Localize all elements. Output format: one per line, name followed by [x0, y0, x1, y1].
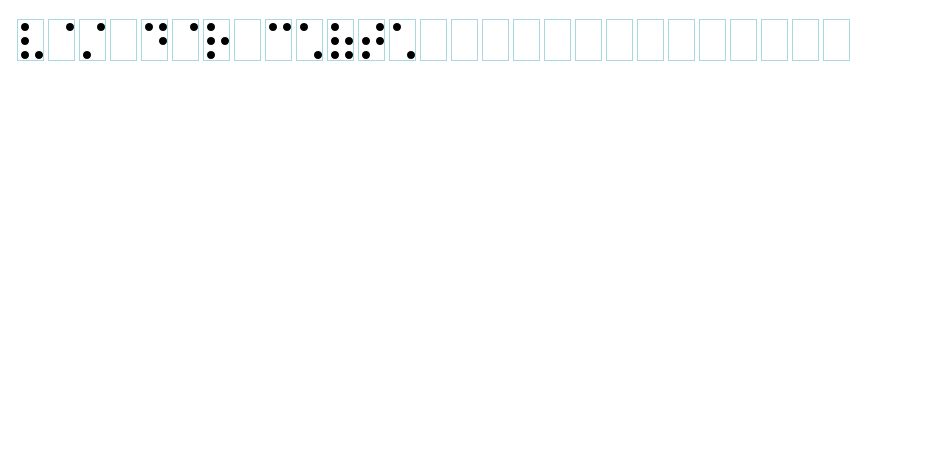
braille-dot-2 [21, 37, 29, 45]
braille-dot-6 [407, 51, 415, 59]
braille-dot-2 [331, 37, 339, 45]
braille-dot-5 [376, 37, 384, 45]
braille-dot-1 [331, 23, 339, 31]
braille-cell[interactable] [761, 19, 788, 61]
braille-cell[interactable] [451, 19, 478, 61]
braille-dot-4 [97, 23, 105, 31]
braille-dot-3 [331, 51, 339, 59]
braille-cell[interactable] [420, 19, 447, 61]
braille-cell[interactable] [234, 19, 261, 61]
braille-cell[interactable] [358, 19, 385, 61]
braille-dot-1 [300, 23, 308, 31]
braille-dot-5 [345, 37, 353, 45]
braille-cell[interactable] [668, 19, 695, 61]
braille-dot-5 [159, 37, 167, 45]
braille-cell[interactable] [296, 19, 323, 61]
braille-cell[interactable] [203, 19, 230, 61]
braille-cell[interactable] [544, 19, 571, 61]
braille-dot-4 [376, 23, 384, 31]
braille-cell[interactable] [792, 19, 819, 61]
braille-cell[interactable] [48, 19, 75, 61]
braille-cell[interactable] [17, 19, 44, 61]
braille-input-row[interactable] [17, 19, 850, 61]
braille-cell[interactable] [513, 19, 540, 61]
braille-cell[interactable] [110, 19, 137, 61]
braille-dot-3 [207, 51, 215, 59]
braille-dot-3 [83, 51, 91, 59]
braille-cell[interactable] [730, 19, 757, 61]
braille-dot-1 [393, 23, 401, 31]
braille-dot-1 [207, 23, 215, 31]
braille-cell[interactable] [823, 19, 850, 61]
braille-cell[interactable] [389, 19, 416, 61]
braille-dot-4 [283, 23, 291, 31]
braille-cell[interactable] [482, 19, 509, 61]
braille-cell[interactable] [172, 19, 199, 61]
braille-dot-3 [362, 51, 370, 59]
braille-cell[interactable] [79, 19, 106, 61]
braille-cell[interactable] [637, 19, 664, 61]
braille-dot-1 [269, 23, 277, 31]
braille-dot-6 [35, 51, 43, 59]
braille-cell[interactable] [699, 19, 726, 61]
braille-dot-4 [190, 23, 198, 31]
braille-dot-4 [159, 23, 167, 31]
braille-dot-1 [21, 23, 29, 31]
braille-dot-6 [345, 51, 353, 59]
braille-cell[interactable] [265, 19, 292, 61]
braille-dot-2 [362, 37, 370, 45]
braille-dot-6 [314, 51, 322, 59]
braille-cell[interactable] [327, 19, 354, 61]
braille-cell[interactable] [141, 19, 168, 61]
braille-dot-2 [207, 37, 215, 45]
braille-dot-3 [21, 51, 29, 59]
braille-cell[interactable] [575, 19, 602, 61]
braille-dot-4 [66, 23, 74, 31]
braille-dot-5 [221, 37, 229, 45]
braille-dot-1 [145, 23, 153, 31]
braille-cell[interactable] [606, 19, 633, 61]
